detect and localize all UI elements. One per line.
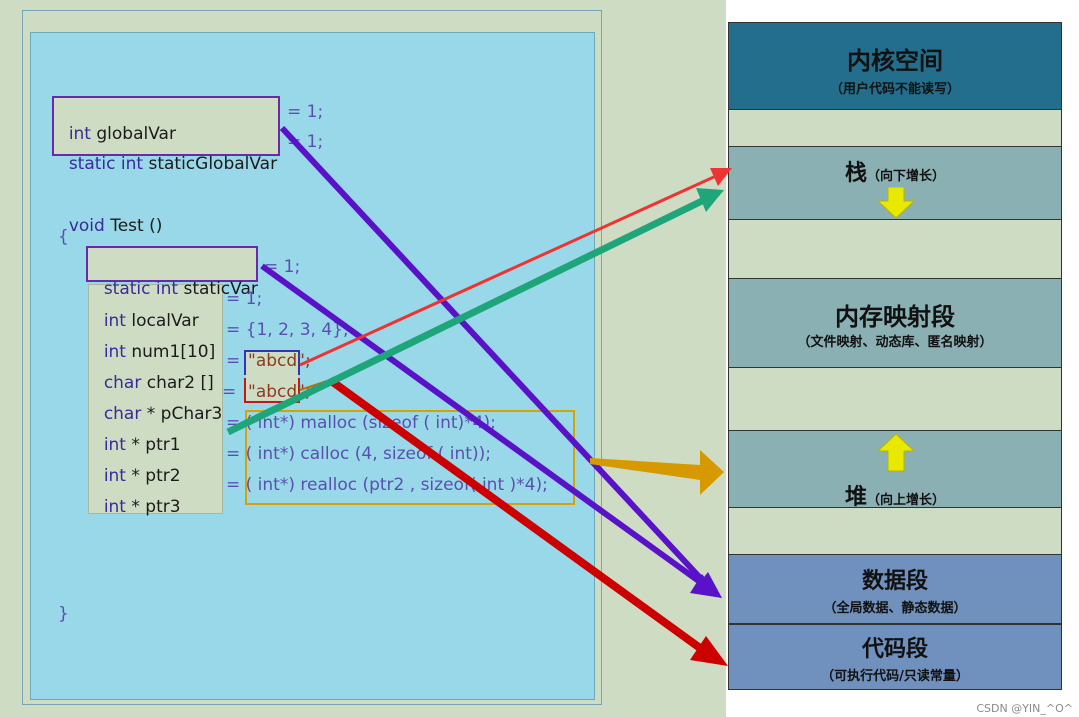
gap-1	[728, 110, 1062, 146]
arrow-static-to-data-segment	[260, 263, 702, 585]
line-static-var: static int staticVar	[103, 279, 258, 299]
mmap-subtitle: （文件映射、动态库、匿名映射）	[797, 335, 993, 350]
open-brace: {	[58, 227, 69, 247]
close-brace: }	[58, 604, 69, 624]
line-ptr3: int * ptr3	[103, 497, 181, 517]
arrow-char2-to-stack	[299, 174, 717, 367]
local-vars-box	[88, 284, 223, 514]
arrow-char2-to-stack-head	[710, 168, 732, 186]
line-global-var: int globalVar	[68, 124, 176, 144]
arrow-heap-calls-to-heap	[590, 450, 724, 495]
mmap-segment: 内存映射段 （文件映射、动态库、匿名映射）	[728, 278, 1062, 368]
arrow-static-to-data-segment-head	[690, 574, 722, 598]
arrow-string-to-code-segment-head	[690, 636, 728, 666]
gap-2	[728, 220, 1062, 278]
heap-title: 堆（向上增长）	[844, 485, 946, 510]
mmap-title: 内存映射段	[835, 303, 955, 331]
stack-grow-down-icon	[876, 187, 916, 219]
line-pchar3: char * pChar3	[103, 404, 223, 424]
kernel-space-title: 内核空间	[847, 47, 943, 75]
gap-4	[728, 508, 1062, 554]
kernel-space-subtitle: （用户代码不能读写）	[829, 82, 960, 97]
line-char2: char char2 []	[103, 373, 214, 393]
stack-segment: 栈（向下增长）	[728, 146, 1062, 220]
static-var-box	[86, 246, 258, 282]
code-segment: 代码段 （可执行代码/只读常量）	[728, 624, 1062, 690]
global-vars-box	[52, 96, 280, 156]
watermark: CSDN @YIN_^O^	[976, 702, 1073, 715]
kernel-space-segment: 内核空间 （用户代码不能读写）	[728, 22, 1062, 110]
heap-grow-up-icon	[876, 433, 916, 472]
stack-title: 栈（向下增长）	[844, 161, 946, 186]
heap-calls-box	[245, 410, 575, 505]
heap-segment: 堆（向上增长）	[728, 430, 1062, 510]
line-ptr1: int * ptr1	[103, 435, 181, 455]
data-segment: 数据段 （全局数据、静态数据）	[728, 554, 1062, 624]
gap-3	[728, 368, 1062, 430]
arrow-ptr1-to-stack	[226, 196, 706, 436]
arrow-ptr1-to-stack-head	[696, 188, 724, 212]
line-function-signature: void Test ()	[68, 216, 163, 236]
arrow-string-to-code-segment	[327, 376, 703, 652]
string-literal-bg	[246, 352, 298, 401]
data-segment-title: 数据段	[861, 569, 928, 594]
line-pchar3-eq: =	[222, 382, 237, 402]
arrow-globals-to-data-segment	[279, 125, 707, 585]
line-num1: int num1[10]	[103, 342, 216, 362]
line-local-var: int localVar	[103, 311, 199, 331]
line-local-var-init: = 1;	[226, 289, 263, 309]
line-global-var-init: = 1;	[287, 102, 324, 122]
line-char2-string: "abcd";	[248, 351, 311, 371]
left-frame	[22, 10, 602, 705]
code-segment-subtitle: （可执行代码/只读常量）	[821, 669, 969, 684]
code-segment-title: 代码段	[861, 637, 928, 662]
line-char2-eq: =	[226, 351, 241, 371]
data-segment-subtitle: （全局数据、静态数据）	[823, 601, 967, 616]
line-ptr2: int * ptr2	[103, 466, 181, 486]
line-static-global: static int staticGlobalVar	[68, 154, 278, 174]
